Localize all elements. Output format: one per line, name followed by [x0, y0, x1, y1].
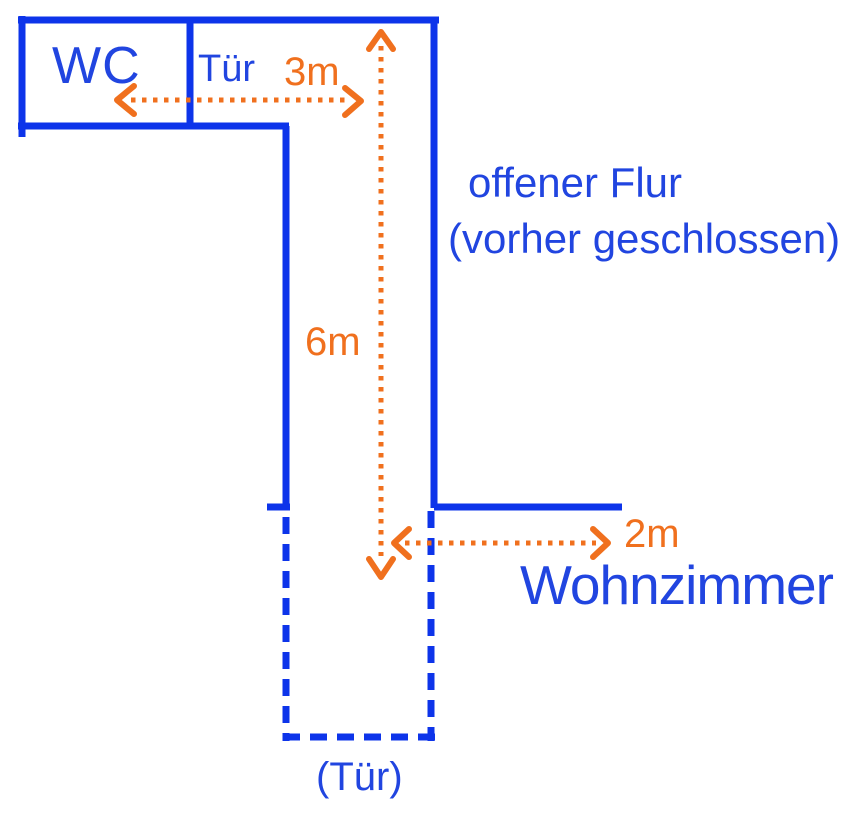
wc-door-label: Tür	[198, 48, 255, 90]
living-room-label: Wohnzimmer	[520, 554, 834, 616]
dimension-3m-label: 3m	[284, 50, 340, 94]
dimension-2m-label: 2m	[624, 512, 680, 556]
arrowhead-right-icon	[342, 85, 364, 118]
hallway-label-line2: (vorher geschlossen)	[448, 215, 841, 262]
bottom-door-label: (Tür)	[316, 755, 403, 799]
arrowhead-left-icon	[391, 526, 412, 560]
wc-room-label: WC	[52, 37, 141, 95]
arrowhead-left-icon	[114, 83, 137, 117]
dimension-arrow-3m	[114, 83, 364, 118]
arrowhead-right-icon	[590, 526, 611, 560]
arrowhead-up-icon	[366, 29, 396, 52]
arrowhead-down-icon	[366, 556, 396, 580]
dimension-arrow-6m	[366, 29, 396, 580]
removed-door-dashed-outline	[282, 511, 435, 741]
solid-walls	[18, 16, 622, 511]
dimension-arrow-2m	[391, 526, 611, 560]
hallway-label-line1: offener Flur	[468, 159, 682, 206]
dimension-6m-label: 6m	[305, 320, 361, 364]
